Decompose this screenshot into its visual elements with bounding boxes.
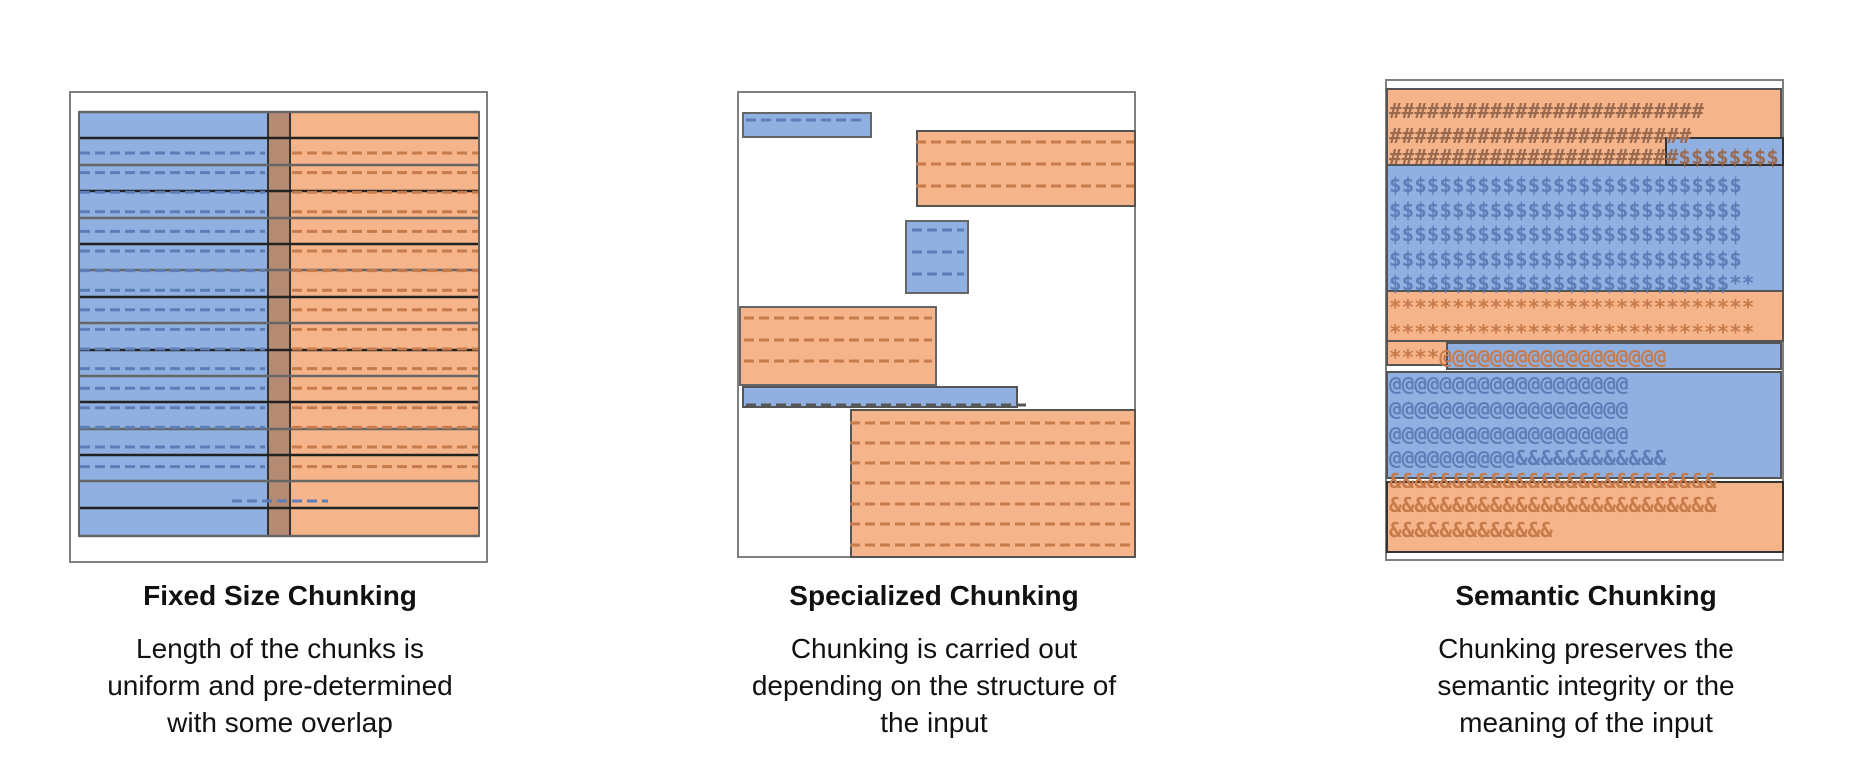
specialized-desc-line-3: the input [880, 707, 988, 738]
chunk-blue-1 [742, 112, 872, 138]
semantic-description: Chunking preserves the semantic integrit… [1306, 630, 1855, 741]
chunk-star-end [1386, 340, 1448, 366]
specialized-desc-line-1: Chunking is carried out [790, 633, 1078, 664]
specialized-diagram [737, 91, 1136, 558]
symbol-row: $$$$$$$$$$$$$$$$$$$$$$$$$$$$ [1389, 247, 1742, 271]
specialized-panel: Specialized Chunking Chunking is carried… [654, 0, 1214, 767]
fixed-size-description: Length of the chunks is uniform and pre-… [0, 630, 560, 741]
chunk-dollar-start [1665, 137, 1784, 166]
fixed-size-title: Fixed Size Chunking [143, 580, 417, 611]
symbol-row: &&&&&&&&&&&&&&&&&&&&&&&&&& [1389, 469, 1718, 493]
document-frame [69, 91, 488, 563]
symbol-row: #######################$$$$$$$$ [1389, 145, 1779, 169]
symbol-row: @@@@@@@@@@&&&&&&&&&&&& [1389, 446, 1667, 470]
chunk-at [1386, 371, 1782, 479]
symbol-row: ######################## [1389, 124, 1691, 148]
specialized-desc-line-2: depending on the structure of [751, 670, 1117, 701]
symbol-row: &&&&&&&&&&&&& [1389, 518, 1554, 542]
symbol-row: $$$$$$$$$$$$$$$$$$$$$$$$$$$$ [1389, 198, 1742, 222]
semantic-diagram: ########################################… [1385, 79, 1784, 561]
semantic-panel: ########################################… [1306, 0, 1855, 767]
symbol-row: $$$$$$$$$$$$$$$$$$$$$$$$$$$$ [1389, 173, 1742, 197]
chunk-ampersand [1386, 481, 1784, 553]
symbol-row: &&&&&&&&&&&&&&&&&&&&&&&&&& [1389, 493, 1718, 517]
semantic-desc-line-1: Chunking preserves the [1438, 633, 1734, 664]
semantic-desc-line-3: meaning of the input [1459, 707, 1713, 738]
chunk-at-start [1446, 342, 1782, 370]
symbol-row: ****@@@@@@@@@@@@@@@@@@ [1389, 345, 1666, 369]
chunk-orange-2 [739, 306, 937, 386]
fixed-size-desc-line-1: Length of the chunks is [136, 633, 424, 664]
fixed-size-desc-line-3: with some overlap [167, 707, 393, 738]
symbol-row: @@@@@@@@@@@@@@@@@@@ [1389, 422, 1628, 446]
symbol-row: @@@@@@@@@@@@@@@@@@@ [1389, 397, 1628, 421]
fixed-size-diagram [69, 91, 488, 563]
symbol-row: @@@@@@@@@@@@@@@@@@@ [1389, 372, 1628, 396]
semantic-desc-line-2: semantic integrity or the [1437, 670, 1735, 701]
symbol-row: $$$$$$$$$$$$$$$$$$$$$$$$$$$$ [1389, 222, 1742, 246]
chunk-blue-3 [742, 386, 1018, 408]
symbol-row: ***************************** [1389, 295, 1754, 319]
fixed-size-desc-line-2: uniform and pre-determined [107, 670, 453, 701]
fixed-size-panel: Fixed Size Chunking Length of the chunks… [0, 0, 560, 767]
semantic-title: Semantic Chunking [1455, 580, 1717, 611]
chunk-outline [78, 111, 480, 537]
symbol-row: ######################### [1389, 99, 1704, 123]
chunk-dollar [1386, 164, 1784, 292]
chunk-star [1386, 290, 1784, 342]
specialized-description: Chunking is carried out depending on the… [654, 630, 1214, 741]
specialized-title: Specialized Chunking [789, 580, 1079, 611]
chunk-blue-2 [905, 220, 969, 294]
symbol-row: $$$$$$$$$$$$$$$$$$$$$$$$$$$** [1389, 271, 1754, 295]
symbol-row: ***************************** [1389, 320, 1754, 344]
